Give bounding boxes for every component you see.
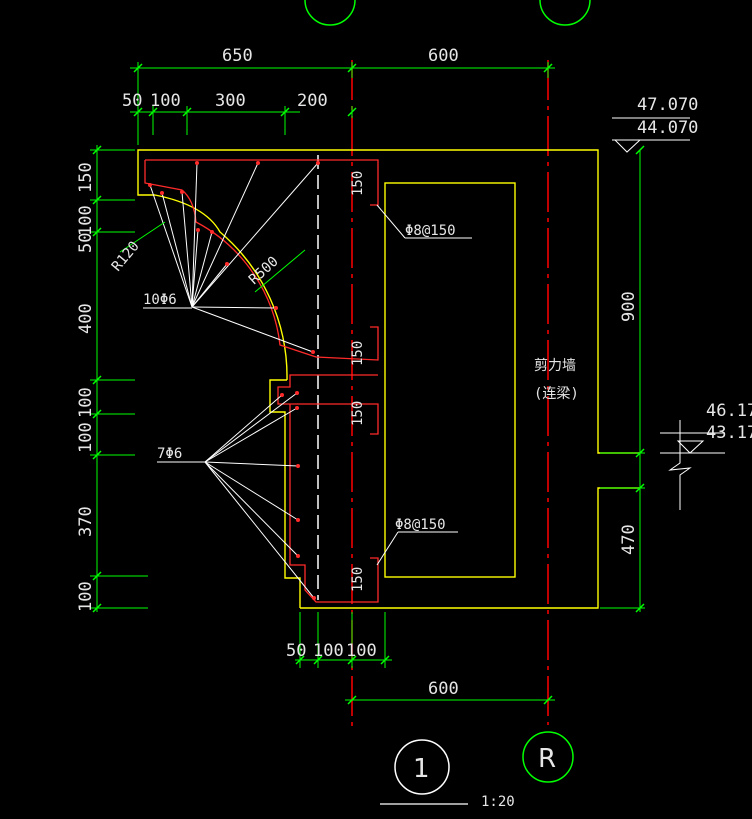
right-dim-900: 900: [619, 291, 639, 322]
elevation-markers: [612, 117, 725, 510]
section-label-1: 150: [350, 171, 366, 196]
left-dim-100b: 100: [76, 387, 96, 418]
rebar-label-10phi6: 10Φ6: [143, 292, 177, 308]
axis-bubble-label: R: [538, 744, 556, 774]
bottom-dim-100a: 100: [313, 641, 344, 661]
section-label-2: 150: [350, 341, 366, 366]
elevation-44070: 44.070: [637, 118, 698, 138]
axis-lines: [351, 60, 549, 730]
rebar-leaders: [143, 162, 472, 599]
right-dim-470: 470: [619, 524, 639, 555]
left-dim-370: 370: [76, 506, 96, 537]
top-dim-600: 600: [428, 46, 459, 66]
bottom-dim-50: 50: [286, 641, 306, 661]
left-dim-50: 50: [76, 233, 96, 253]
elevation-47070: 47.070: [637, 95, 698, 115]
top-dim-300: 300: [215, 91, 246, 111]
top-dim-650: 650: [222, 46, 253, 66]
radius-r120: R120: [109, 238, 143, 274]
detail-number: 1: [413, 754, 430, 784]
bottom-dim-100b: 100: [346, 641, 377, 661]
rebar-dots: [148, 161, 320, 600]
top-dim-200: 200: [297, 91, 328, 111]
left-dim-400: 400: [76, 303, 96, 334]
stirrup-label-bottom: Φ8@150: [395, 517, 446, 533]
left-dim-100c: 100: [76, 422, 96, 453]
section-label-3: 150: [350, 401, 366, 426]
left-dim-150: 150: [76, 162, 96, 193]
stirrup-label-top: Φ8@150: [405, 223, 456, 239]
wall-label: 剪力墙: [534, 358, 576, 374]
wall-label-sub: (连梁): [534, 386, 579, 402]
elevation-46170: 46.170: [706, 401, 752, 421]
rebar-label-7phi6: 7Φ6: [157, 446, 182, 462]
top-grid-bubbles: [304, 0, 591, 26]
radius-r500: R500: [246, 254, 282, 288]
radius-dimensions: [119, 221, 306, 293]
top-dim-50: 50: [122, 91, 142, 111]
left-dim-100d: 100: [76, 581, 96, 612]
rebar-lines: [144, 159, 379, 603]
dimension-ticks: [92, 63, 645, 705]
top-dim-100: 100: [150, 91, 181, 111]
left-dim-100a: 100: [76, 205, 96, 236]
bubbles: [380, 731, 574, 805]
section-label-4: 150: [350, 567, 366, 592]
bottom-dim-600: 600: [428, 679, 459, 699]
dimension-lines: [90, 62, 645, 701]
scale-label: 1:20: [481, 794, 515, 810]
elevation-43170: 43.170: [706, 423, 752, 443]
